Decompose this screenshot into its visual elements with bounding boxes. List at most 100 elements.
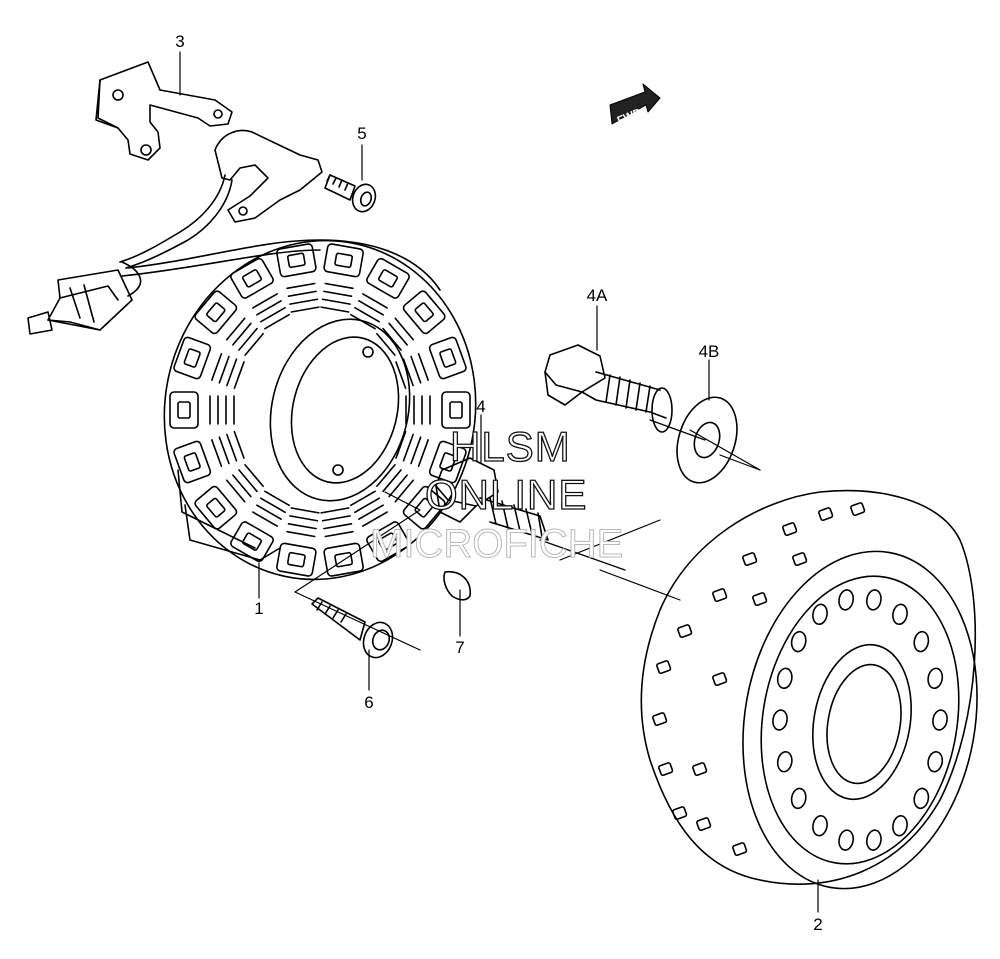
rotor-slot xyxy=(712,588,728,603)
bolt-4-part xyxy=(435,457,549,541)
coil-winding xyxy=(354,306,380,323)
coil-winding xyxy=(417,352,429,381)
rotor-slot xyxy=(818,507,834,522)
stator-part xyxy=(163,239,477,581)
rotor-hole xyxy=(838,589,855,611)
coil-winding xyxy=(264,490,290,507)
coil-winding xyxy=(211,352,223,381)
callout-4b: 4B xyxy=(698,342,720,361)
rotor-hole xyxy=(913,630,930,653)
rotor-hole xyxy=(790,630,807,653)
coil-slot xyxy=(334,252,354,269)
screw-6-part xyxy=(311,597,394,659)
stator-coil xyxy=(276,507,320,577)
coil-winding xyxy=(286,530,316,538)
coil-winding xyxy=(417,439,429,468)
rotor-slots xyxy=(652,502,866,857)
rotor-slot xyxy=(696,817,712,832)
coil-winding xyxy=(382,327,402,351)
coil-winding xyxy=(402,358,414,387)
rotor-hole xyxy=(892,603,908,626)
coil-winding xyxy=(321,515,351,522)
stator-coil xyxy=(173,336,245,390)
coil-winding xyxy=(256,504,282,520)
washer-4b-part xyxy=(676,396,738,484)
rotor-slot xyxy=(712,672,728,687)
rotor-hole xyxy=(927,667,944,690)
coil-winding xyxy=(358,300,384,316)
coil-winding xyxy=(232,474,252,498)
coil-winding xyxy=(320,306,350,313)
callout-7: 7 xyxy=(455,638,465,657)
fwd-arrow: FWD xyxy=(609,83,661,127)
rotor-hole xyxy=(776,667,793,690)
coil-slot xyxy=(183,452,201,472)
coil-winding xyxy=(323,522,353,530)
coil-slot xyxy=(414,497,434,518)
coil-winding xyxy=(233,430,245,459)
stator-coil xyxy=(376,290,446,356)
coil-winding xyxy=(324,282,354,290)
coil-winding xyxy=(244,464,264,488)
coil-winding xyxy=(290,306,320,313)
coil-winding xyxy=(362,511,388,527)
coil-cap xyxy=(428,336,467,380)
bracket-part xyxy=(95,61,233,161)
stator-coil xyxy=(376,464,446,530)
coil-slot xyxy=(286,551,306,568)
coil-winding xyxy=(226,433,238,462)
coil-winding xyxy=(382,469,402,493)
coil-slot xyxy=(414,302,434,323)
coil-cap xyxy=(276,542,317,577)
rotor-slot xyxy=(658,762,674,777)
coil-winding xyxy=(289,298,319,305)
coil-winding xyxy=(410,436,422,465)
coil-winding xyxy=(233,361,245,390)
stator-coil xyxy=(230,490,290,563)
coil-winding xyxy=(252,293,278,309)
rotor-part xyxy=(640,489,978,890)
coil-cap xyxy=(366,521,410,563)
coil-winding xyxy=(225,317,246,341)
rotor-hole xyxy=(865,829,882,851)
coil-winding xyxy=(256,300,282,316)
rotor-hole xyxy=(790,787,807,810)
coil-winding xyxy=(260,306,286,323)
coil-winding xyxy=(394,479,415,503)
coil-winding xyxy=(225,479,246,503)
coil-slot xyxy=(206,302,226,323)
coil-winding xyxy=(324,530,354,538)
coil-cap xyxy=(323,542,364,577)
coil-winding xyxy=(287,522,317,530)
stator-coil xyxy=(194,464,264,530)
coil-slot xyxy=(177,401,191,419)
coil-cap xyxy=(173,440,212,484)
rotor-slot xyxy=(656,660,672,675)
coil-cap xyxy=(230,257,274,299)
stator-coil xyxy=(405,391,471,429)
callout-5: 5 xyxy=(357,124,367,143)
stator-coil xyxy=(230,257,290,330)
coil-winding xyxy=(362,293,388,309)
rotor-slot xyxy=(672,806,688,821)
coil-winding xyxy=(238,469,258,493)
coil-winding xyxy=(286,282,316,290)
coil-cap xyxy=(276,243,317,278)
stator-coil xyxy=(276,243,320,313)
coil-winding xyxy=(376,464,396,488)
rotor-slot xyxy=(692,762,708,777)
coil-cap xyxy=(428,440,467,484)
coil-winding xyxy=(264,313,290,330)
stator-coil xyxy=(350,490,410,563)
coil-winding xyxy=(244,332,264,356)
coil-slot xyxy=(449,401,463,419)
rotor-slot xyxy=(742,552,758,567)
rotor-hole xyxy=(892,814,908,837)
coil-winding xyxy=(402,433,414,462)
coil-winding xyxy=(238,327,258,351)
coil-slot xyxy=(183,348,201,368)
coil-winding xyxy=(260,497,286,514)
callout-4: 4 xyxy=(476,397,486,416)
coil-cap xyxy=(402,485,446,530)
